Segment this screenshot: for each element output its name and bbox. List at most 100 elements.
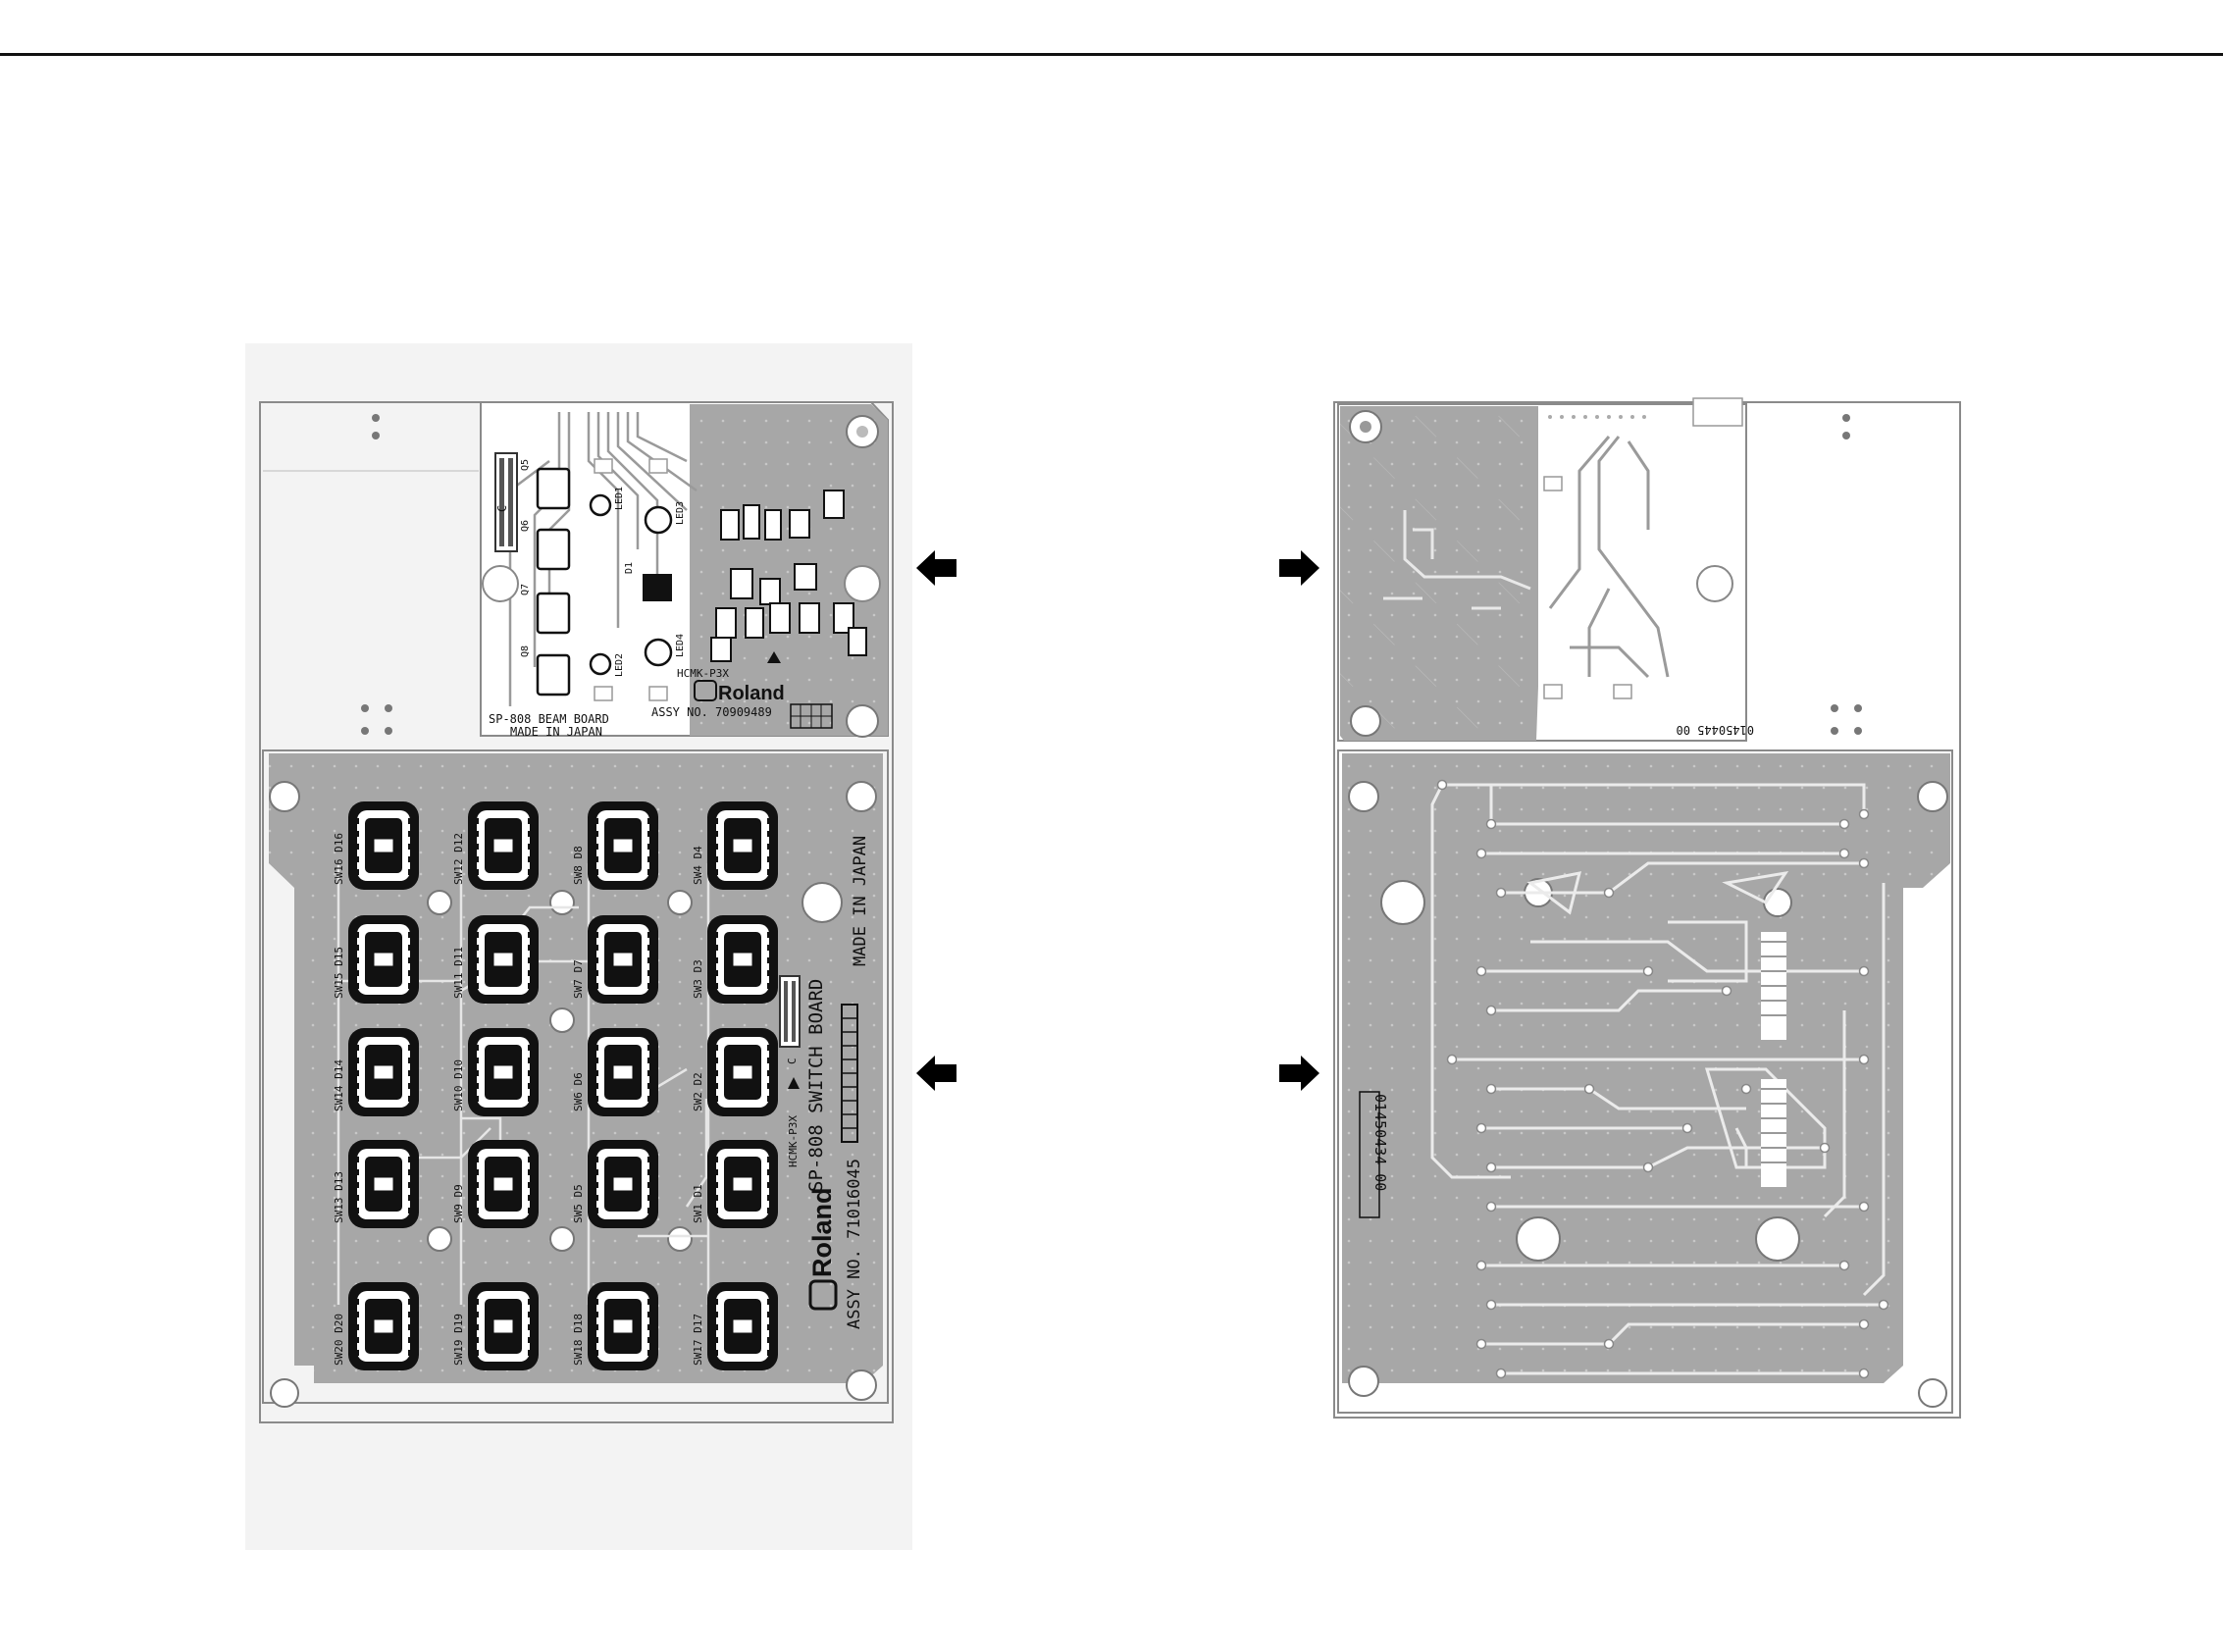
via — [1485, 1299, 1497, 1311]
label-q7: Q7 — [520, 584, 531, 595]
switch-label: SW16 D16 — [333, 833, 345, 885]
switch-footprint — [707, 1282, 778, 1370]
switch-footprint — [468, 1140, 539, 1228]
via — [1819, 1142, 1831, 1154]
beam-board-name-label: SP-808 BEAM BOARD — [489, 712, 609, 726]
via — [1603, 887, 1615, 899]
via — [1446, 1054, 1458, 1065]
beam-board-front: SP-808 BEAM BOARD MADE IN JAPAN ASSY NO.… — [263, 401, 889, 739]
switch-label: SW8 D8 — [572, 846, 585, 885]
switch-footprint — [707, 1028, 778, 1116]
switch-label: SW1 D1 — [692, 1184, 704, 1223]
via — [1858, 1368, 1870, 1379]
via — [1583, 1083, 1595, 1095]
via — [1721, 985, 1732, 997]
switch-label: SW20 D20 — [333, 1314, 345, 1366]
via — [1475, 848, 1487, 859]
via — [1485, 1201, 1497, 1213]
switch-board-logo-text: Roland — [807, 1188, 837, 1278]
label-led4: LED4 — [675, 634, 686, 657]
via — [1858, 808, 1870, 820]
switch-label: SW17 D17 — [692, 1314, 704, 1366]
back-panel-outline — [1333, 401, 1961, 1419]
switch-label: SW10 D10 — [452, 1059, 465, 1111]
beam-board-model-label: HCMK-P3X — [677, 667, 729, 680]
switch-footprint — [588, 1028, 658, 1116]
label-led3: LED3 — [675, 501, 686, 525]
switch-board-model-label: HCMK-P3X — [787, 1115, 800, 1167]
via — [1740, 1083, 1752, 1095]
switch-label: SW5 D5 — [572, 1184, 585, 1223]
switch-connector-label: C — [786, 1058, 799, 1064]
switch-footprint — [707, 801, 778, 890]
beam-board-logo-text: Roland — [718, 683, 785, 704]
switch-label: SW19 D19 — [452, 1314, 465, 1366]
via — [1475, 1338, 1487, 1350]
switch-footprint — [468, 915, 539, 1004]
switch-footprint — [468, 1282, 539, 1370]
switch-footprint — [707, 915, 778, 1004]
label-led1: LED1 — [614, 487, 625, 510]
switch-board-made-in-label: MADE IN JAPAN — [851, 836, 870, 966]
via — [1485, 1083, 1497, 1095]
via — [1495, 1368, 1507, 1379]
via — [1475, 965, 1487, 977]
beam-board-made-in-label: MADE IN JAPAN — [510, 725, 602, 739]
via — [1642, 1162, 1654, 1173]
via — [1858, 857, 1870, 869]
switch-footprint — [348, 801, 419, 890]
switch-label: SW2 D2 — [692, 1072, 704, 1111]
switch-footprint — [588, 915, 658, 1004]
label-q8: Q8 — [520, 645, 531, 657]
arrow-left-icon — [916, 550, 956, 586]
via — [1475, 1260, 1487, 1271]
switch-label: SW9 D9 — [452, 1184, 465, 1223]
beam-board-roland-logo: Roland — [694, 680, 785, 704]
switch-label: SW18 D18 — [572, 1314, 585, 1366]
switch-footprint — [348, 1140, 419, 1228]
via — [1838, 848, 1850, 859]
switch-label: SW4 D4 — [692, 846, 704, 885]
switch-label: SW7 D7 — [572, 959, 585, 999]
via — [1858, 1054, 1870, 1065]
beam-board-assy-label: ASSY NO. 70909489 — [651, 705, 772, 719]
switch-label: SW3 D3 — [692, 959, 704, 999]
via — [1485, 1005, 1497, 1016]
switch-footprint — [588, 1282, 658, 1370]
via — [1858, 1318, 1870, 1330]
switch-footprint — [348, 1028, 419, 1116]
switch-label: SW13 D13 — [333, 1171, 345, 1223]
switch-board-name-label: SP-808 SWITCH BOARD — [805, 979, 827, 1192]
beam-board-back-part-number: 01450445 00 — [1677, 723, 1754, 737]
back-side-view: 01450445 00 — [1333, 397, 1961, 1419]
front-side-view: SP-808 BEAM BOARD MADE IN JAPAN ASSY NO.… — [245, 343, 912, 1550]
via — [1878, 1299, 1889, 1311]
via — [1642, 965, 1654, 977]
switch-footprint — [468, 801, 539, 890]
via — [1485, 1162, 1497, 1173]
switch-footprint — [588, 801, 658, 890]
view-arrows — [916, 550, 1319, 1091]
switch-label: SW11 D11 — [452, 947, 465, 999]
switch-footprint — [348, 1282, 419, 1370]
switch-label: SW12 D12 — [452, 833, 465, 885]
beam-connector-label: C — [495, 505, 509, 512]
switch-board-back-part-number: 01450434 00 — [1371, 1094, 1389, 1191]
arrow-right-icon — [1279, 1056, 1319, 1091]
via — [1681, 1122, 1693, 1134]
switch-board-assy-label: ASSY NO. 71016045 — [845, 1159, 864, 1329]
via — [1838, 1260, 1850, 1271]
label-led2: LED2 — [614, 653, 625, 677]
page-top-rule — [0, 53, 2223, 56]
switch-board-rev-boxes — [841, 1004, 858, 1143]
label-q5: Q5 — [520, 459, 531, 471]
beam-board-rev-boxes — [790, 703, 833, 729]
switch-label: SW6 D6 — [572, 1072, 585, 1111]
switch-footprint — [707, 1140, 778, 1228]
switch-footprint — [588, 1140, 658, 1228]
label-d1: D1 — [624, 562, 635, 574]
switch-label: SW14 D14 — [333, 1059, 345, 1111]
via — [1485, 818, 1497, 830]
via — [1475, 1122, 1487, 1134]
